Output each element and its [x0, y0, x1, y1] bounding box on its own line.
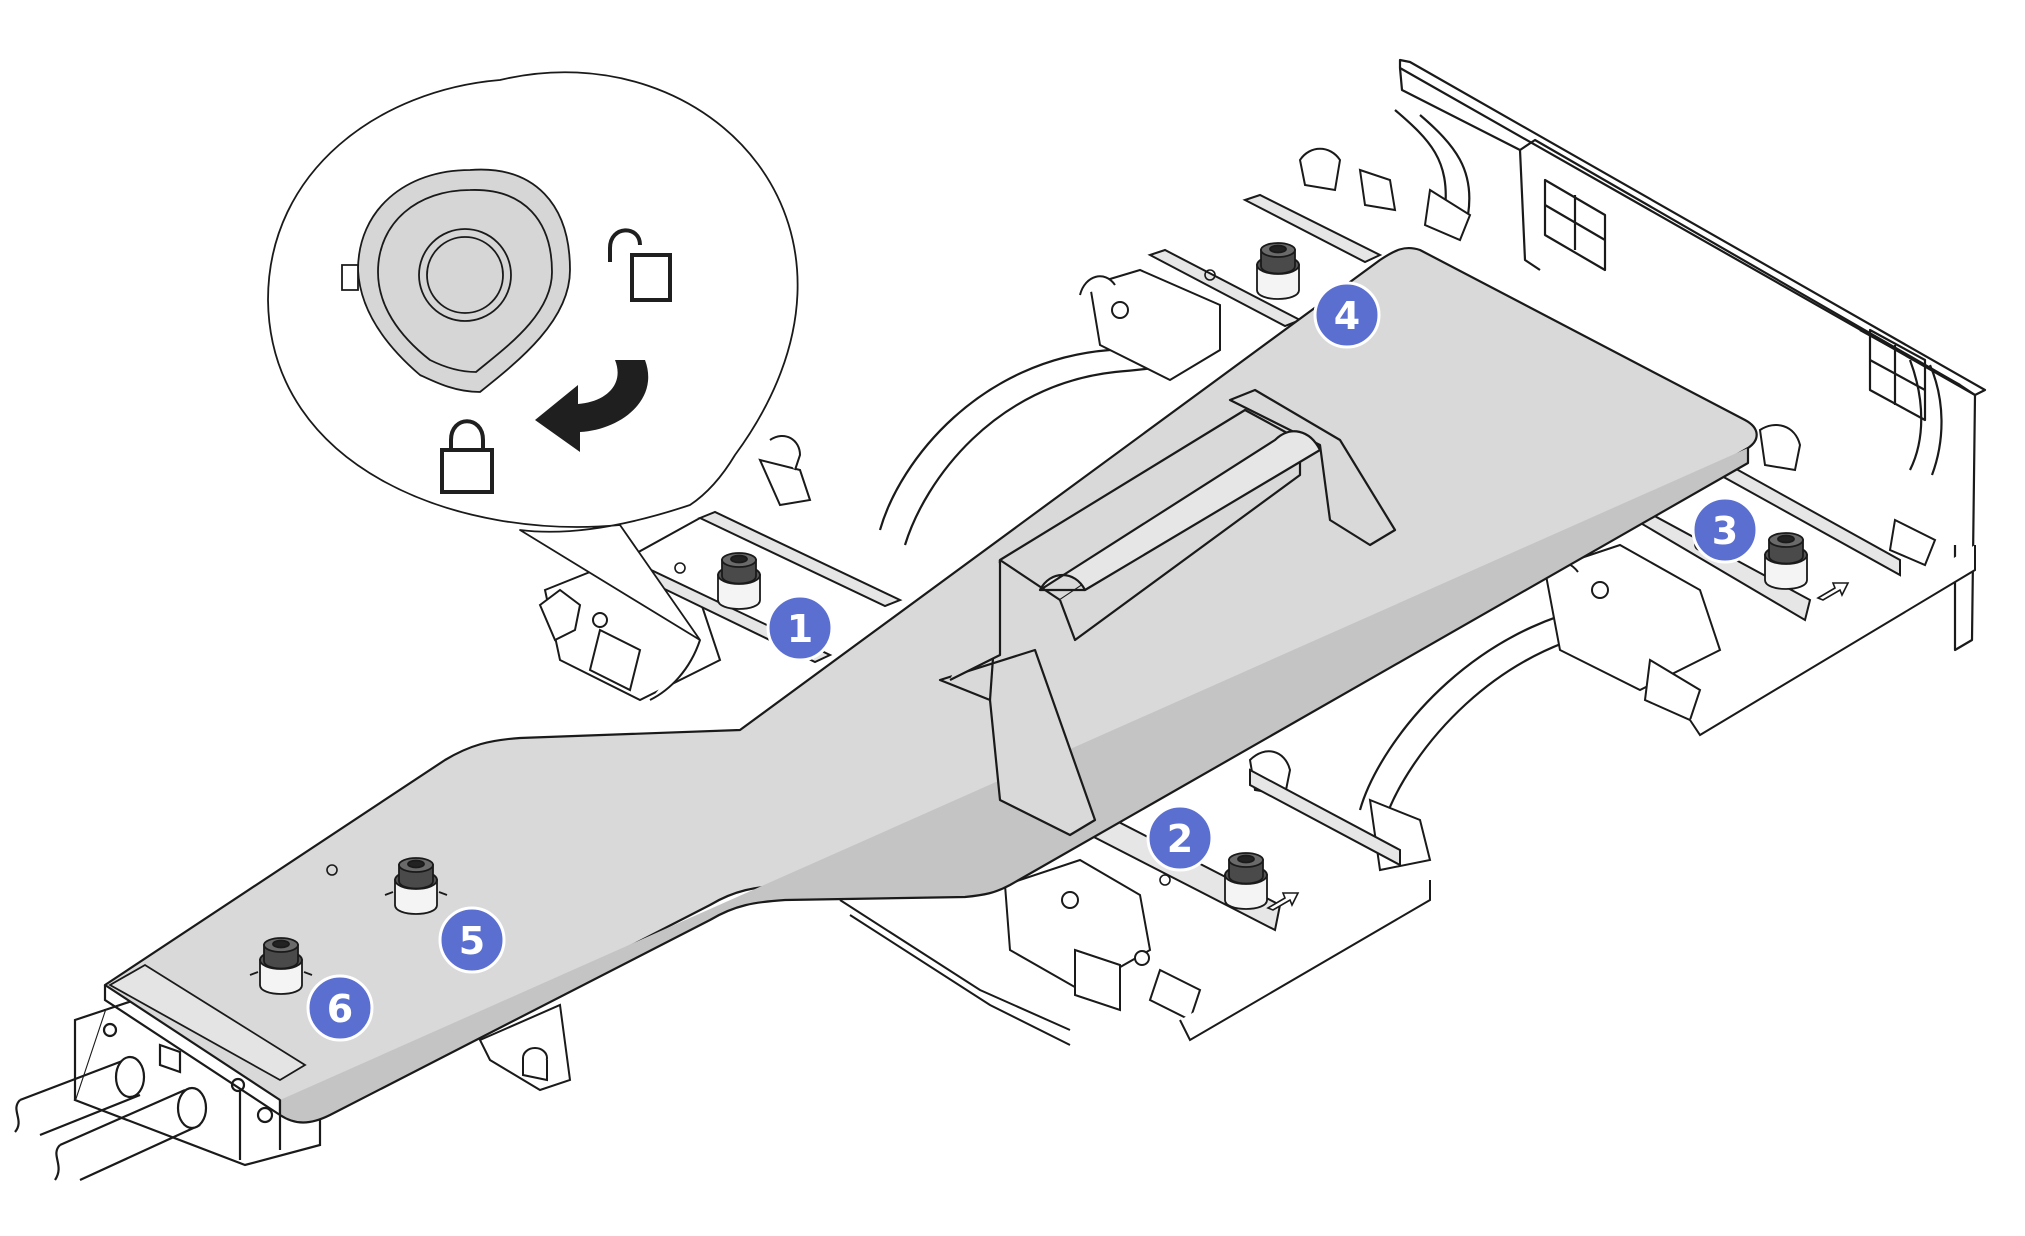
callout-4-label: 4	[1334, 294, 1360, 338]
torx-screw-head-icon	[341, 168, 571, 393]
callout-3-label: 3	[1712, 509, 1738, 553]
callout-5: 5	[438, 906, 506, 974]
coolant-hoses	[14, 1055, 208, 1181]
callout-4: 4	[1313, 281, 1381, 349]
rear-frame-rail	[1398, 58, 1987, 652]
torx-nut-2	[1224, 852, 1268, 910]
curved-arrow-icon	[535, 360, 649, 452]
torx-nut-5	[384, 857, 448, 915]
torx-nut-4	[1256, 242, 1300, 300]
magnified-inset	[267, 71, 799, 641]
callout-2: 2	[1146, 804, 1214, 872]
socket-rail-3	[1607, 458, 1901, 622]
callout-3: 3	[1691, 496, 1759, 564]
callout-1-label: 1	[787, 607, 813, 651]
callout-1: 1	[766, 594, 834, 662]
callout-6-label: 6	[327, 987, 353, 1031]
unlocked-padlock-icon	[608, 228, 672, 302]
socket-bracket-top-middle	[1079, 147, 1472, 382]
arrow-icon-rail-2	[1266, 892, 1300, 911]
arrow-icon-rail-3	[1816, 582, 1850, 601]
torx-nut-6	[249, 937, 313, 995]
callout-2-label: 2	[1167, 817, 1193, 861]
socket-bracket-right	[1539, 424, 1976, 737]
torx-nut-3	[1764, 532, 1808, 590]
socket-bracket-bottom	[839, 750, 1432, 1046]
socket-bracket-top-left	[538, 435, 812, 702]
locked-padlock-icon	[440, 419, 494, 494]
torx-nut-1	[717, 552, 761, 610]
callout-5-label: 5	[459, 919, 485, 963]
callout-6: 6	[306, 974, 374, 1042]
carry-handle	[938, 388, 1397, 837]
